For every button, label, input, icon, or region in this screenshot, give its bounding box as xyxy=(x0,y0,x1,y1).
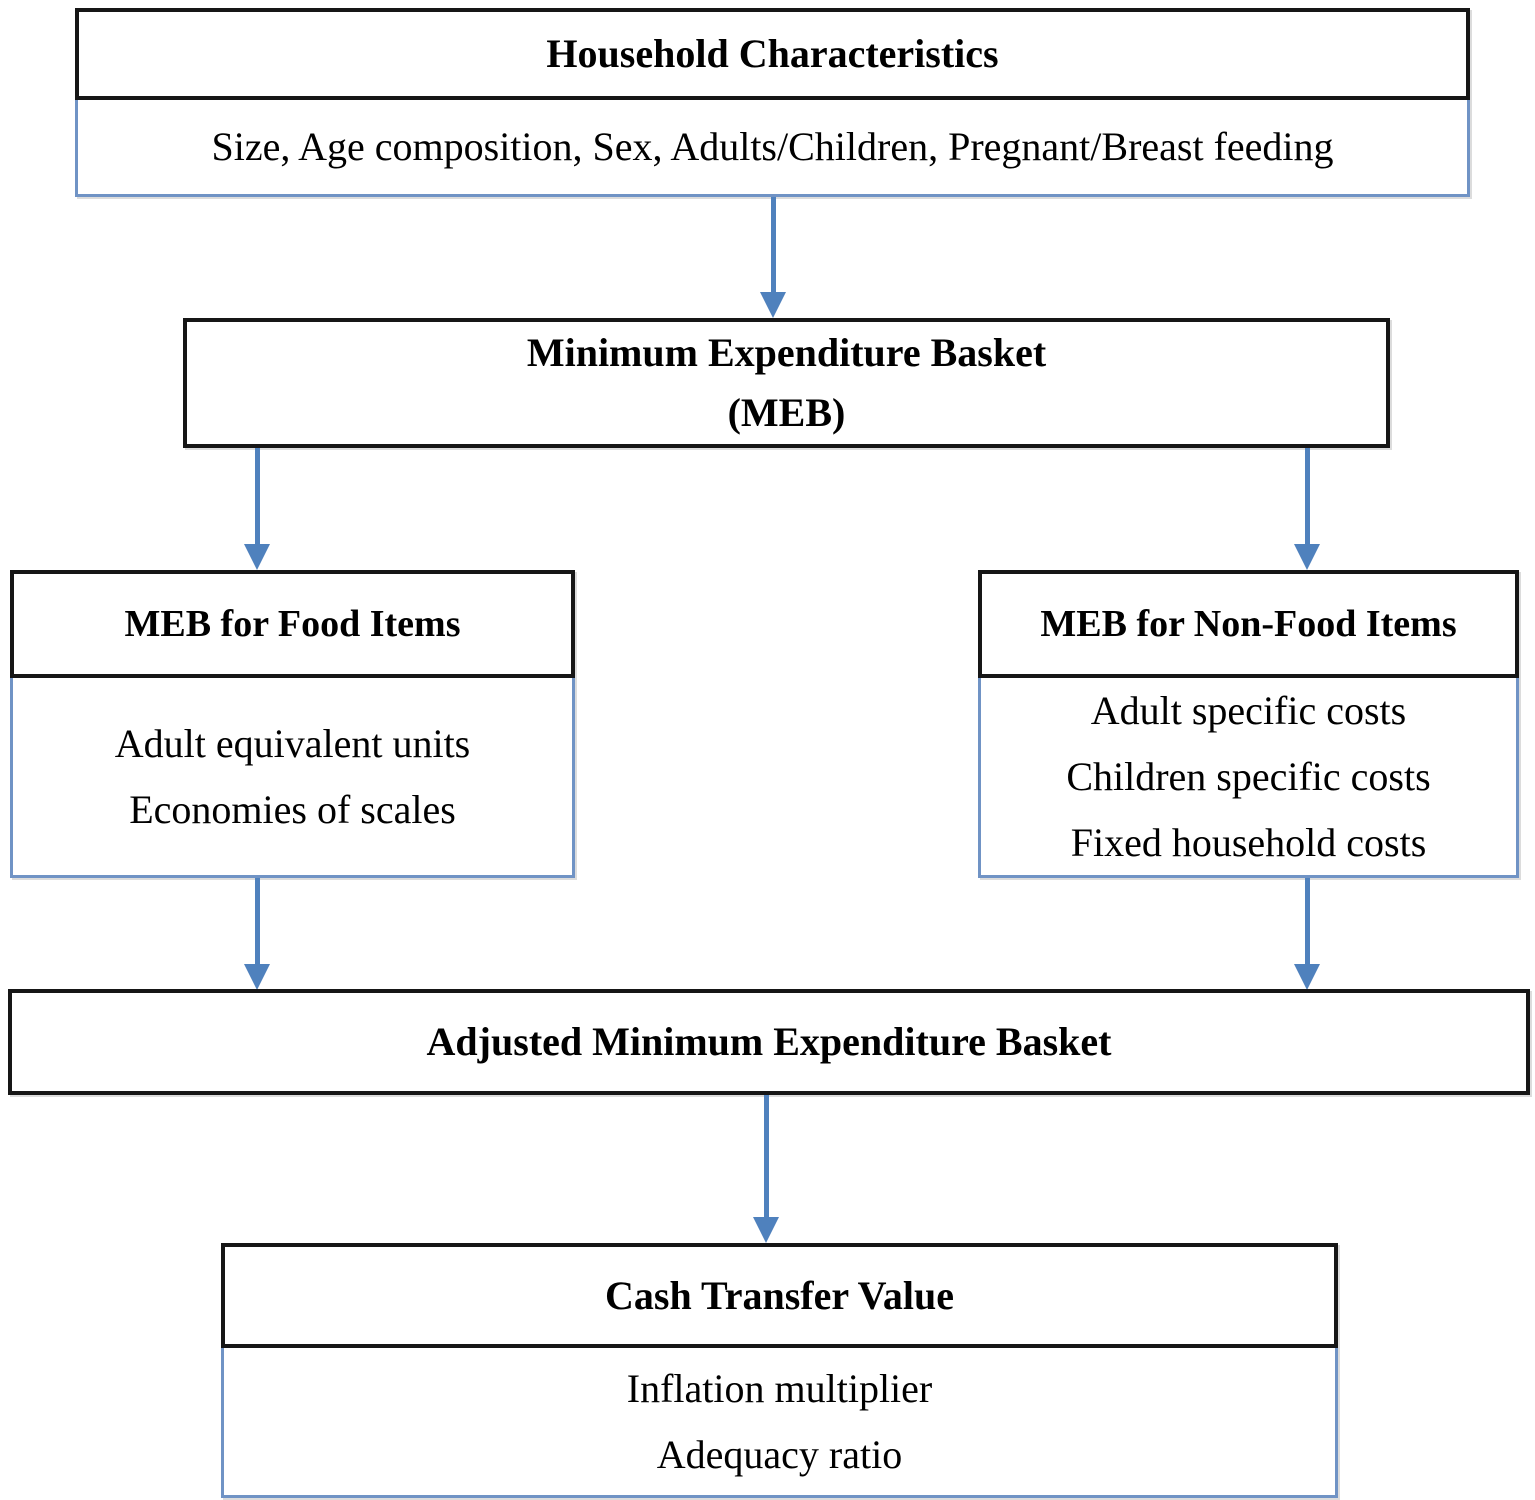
meb-food-detail-line: Adult equivalent units xyxy=(114,720,471,766)
arrow-nonfood-to-adjusted xyxy=(1294,878,1320,990)
arrow-stem xyxy=(1304,878,1310,964)
cash-transfer-module: Cash Transfer Value Inflation multiplier… xyxy=(221,1243,1338,1498)
meb-title-line2: (MEB) xyxy=(727,390,846,435)
cash-transfer-detail-line: Inflation multiplier xyxy=(626,1365,933,1411)
arrow-down-head-icon xyxy=(1294,964,1320,990)
meb-food-detail-line: Economies of scales xyxy=(129,786,456,832)
arrow-stem xyxy=(254,878,260,964)
meb-nonfood-title-box: MEB for Non-Food Items xyxy=(978,570,1519,678)
arrow-food-to-adjusted xyxy=(244,878,270,990)
household-title: Household Characteristics xyxy=(546,31,999,76)
meb-food-details-box: Adult equivalent units Economies of scal… xyxy=(10,678,575,878)
cash-transfer-detail-line: Adequacy ratio xyxy=(656,1431,903,1477)
arrow-down-head-icon xyxy=(753,1217,779,1243)
meb-box: Minimum Expenditure Basket (MEB) xyxy=(183,318,1390,448)
household-detail-line: Size, Age composition, Sex, Adults/Child… xyxy=(211,124,1334,169)
arrow-adjusted-to-cash xyxy=(753,1095,779,1243)
arrow-down-head-icon xyxy=(244,964,270,990)
arrow-stem xyxy=(770,197,776,292)
cash-transfer-details-box: Inflation multiplier Adequacy ratio xyxy=(221,1348,1338,1498)
arrow-stem xyxy=(254,448,260,544)
arrow-down-head-icon xyxy=(760,292,786,318)
household-module: Household Characteristics Size, Age comp… xyxy=(75,8,1470,197)
arrow-stem xyxy=(763,1095,769,1217)
meb-title-line1: Minimum Expenditure Basket xyxy=(526,330,1047,375)
arrow-down-head-icon xyxy=(244,544,270,570)
meb-nonfood-module: MEB for Non-Food Items Adult specific co… xyxy=(978,570,1519,878)
meb-nonfood-detail-line: Adult specific costs xyxy=(1090,687,1407,733)
household-details-box: Size, Age composition, Sex, Adults/Child… xyxy=(75,100,1470,197)
meb-food-title: MEB for Food Items xyxy=(124,603,461,645)
arrow-stem xyxy=(1304,448,1310,544)
arrow-meb-to-food xyxy=(244,448,270,570)
household-title-box: Household Characteristics xyxy=(75,8,1470,100)
meb-food-module: MEB for Food Items Adult equivalent unit… xyxy=(10,570,575,878)
adjusted-meb-title: Adjusted Minimum Expenditure Basket xyxy=(426,1019,1112,1064)
cash-transfer-title: Cash Transfer Value xyxy=(605,1272,954,1318)
arrow-meb-to-nonfood xyxy=(1294,448,1320,570)
meb-nonfood-detail-line: Fixed household costs xyxy=(1070,819,1427,865)
meb-nonfood-detail-line: Children specific costs xyxy=(1066,753,1431,799)
arrow-household-to-meb xyxy=(760,197,786,318)
cash-transfer-title-box: Cash Transfer Value xyxy=(221,1243,1338,1348)
adjusted-meb-box: Adjusted Minimum Expenditure Basket xyxy=(8,989,1530,1095)
meb-nonfood-title: MEB for Non-Food Items xyxy=(1040,603,1457,645)
meb-food-title-box: MEB for Food Items xyxy=(10,570,575,678)
arrow-down-head-icon xyxy=(1294,544,1320,570)
meb-nonfood-details-box: Adult specific costs Children specific c… xyxy=(978,678,1519,878)
